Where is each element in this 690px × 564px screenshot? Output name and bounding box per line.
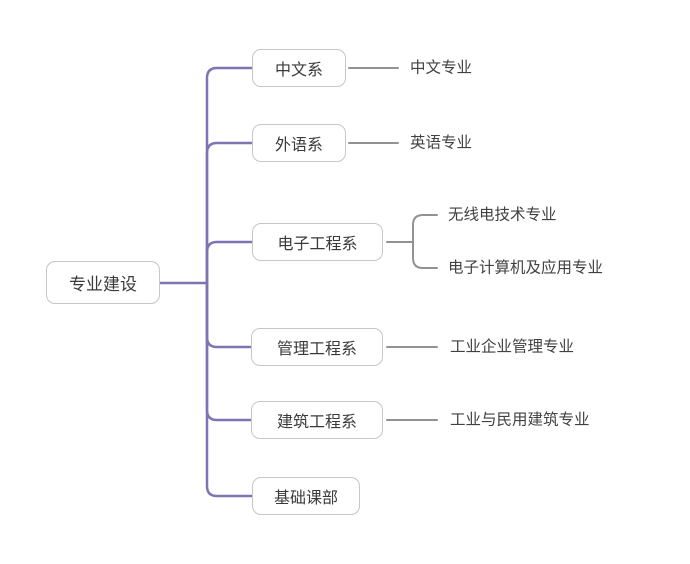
branch-node-4[interactable]: 管理工程系 (251, 328, 383, 366)
connector-branch-3 (205, 240, 255, 285)
root-node[interactable]: 专业建设 (46, 261, 160, 304)
branch-node-2[interactable]: 外语系 (252, 124, 346, 162)
connector-branch-6 (205, 281, 255, 498)
connector-branch-2 (205, 141, 255, 285)
leaf-node-4-1[interactable]: 工业企业管理专业 (450, 338, 575, 356)
leaf-node-2-1[interactable]: 英语专业 (410, 134, 473, 152)
connector-leaf-3-fork (412, 214, 438, 269)
leaf-node-5-1[interactable]: 工业与民用建筑专业 (450, 411, 590, 429)
branch-node-5[interactable]: 建筑工程系 (251, 401, 383, 439)
leaf-node-3-1[interactable]: 无线电技术专业 (448, 206, 557, 224)
branch-node-3[interactable]: 电子工程系 (252, 223, 383, 261)
connector-branch-5 (205, 281, 255, 422)
leaf-node-3-2[interactable]: 电子计算机及应用专业 (448, 259, 604, 277)
branch-node-1[interactable]: 中文系 (252, 49, 346, 87)
connector-branch-4 (205, 281, 255, 349)
branch-node-6[interactable]: 基础课部 (252, 477, 360, 515)
connector-branch-1 (205, 66, 255, 285)
leaf-node-1-1[interactable]: 中文专业 (410, 59, 473, 77)
